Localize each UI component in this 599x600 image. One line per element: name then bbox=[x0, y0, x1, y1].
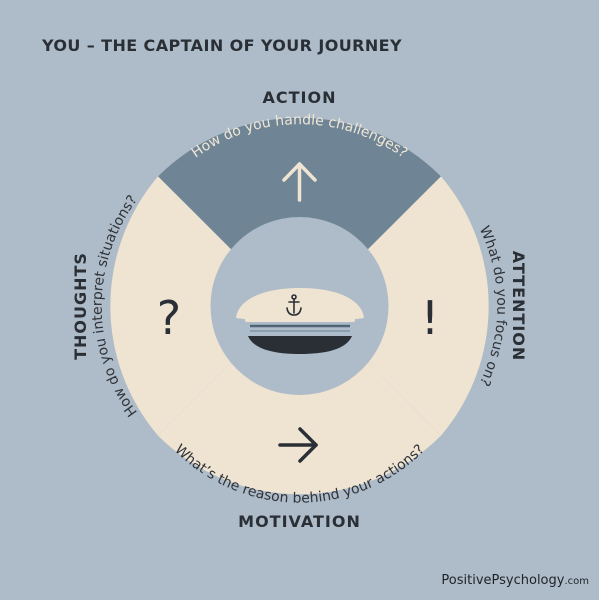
footer-brand: PositivePsychology bbox=[441, 573, 565, 588]
thoughts-label: THOUGHTS bbox=[71, 252, 90, 360]
segment-thoughts bbox=[110, 176, 237, 436]
exclamation-icon: ! bbox=[421, 291, 439, 345]
arrow-up-icon bbox=[282, 162, 317, 202]
question-mark-icon: ? bbox=[157, 291, 181, 345]
captain-hat-icon bbox=[236, 288, 364, 354]
arrow-right-icon bbox=[278, 427, 318, 463]
action-label: ACTION bbox=[263, 88, 337, 107]
footer-tld: .com bbox=[564, 576, 589, 587]
brand-footer: PositivePsychology.com bbox=[441, 573, 589, 588]
attention-label: ATTENTION bbox=[509, 251, 528, 362]
page-title: YOU – THE CAPTAIN OF YOUR JOURNEY bbox=[42, 36, 402, 55]
motivation-label: MOTIVATION bbox=[238, 512, 361, 531]
segment-attention bbox=[362, 176, 489, 436]
segment-motivation bbox=[158, 357, 441, 495]
